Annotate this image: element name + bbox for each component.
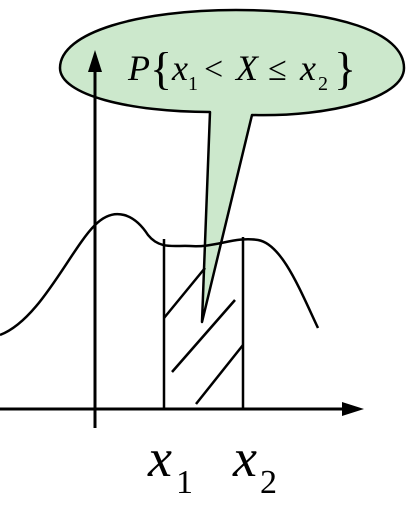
- x1-sub: 1: [176, 464, 193, 501]
- less-or-equal: ≤: [268, 51, 287, 88]
- x2-var: x: [232, 428, 257, 488]
- x2-var-callout: x: [299, 48, 316, 88]
- x1-var: x: [147, 428, 172, 488]
- density-curve: [0, 213, 320, 337]
- x-axis-arrowhead: [342, 402, 364, 416]
- prob-symbol: P: [127, 48, 150, 88]
- brace-close: }: [334, 43, 356, 94]
- x2-tick-label: x 2: [232, 428, 277, 501]
- y-axis-arrowhead: [88, 50, 102, 72]
- brace-open: {: [150, 43, 172, 94]
- x1-sub-callout: 1: [188, 73, 198, 95]
- x2-sub: 2: [260, 464, 277, 501]
- callout-bubble: [58, 8, 406, 324]
- x2-sub-callout: 2: [318, 73, 328, 95]
- interval-hatching: [163, 267, 244, 405]
- less-than: <: [204, 51, 223, 88]
- x1-tick-label: x 1: [147, 428, 193, 501]
- probability-expression: P { x 1 < X ≤ x 2 }: [127, 43, 356, 95]
- x1-var-callout: x: [171, 48, 188, 88]
- random-variable-X: X: [234, 48, 260, 88]
